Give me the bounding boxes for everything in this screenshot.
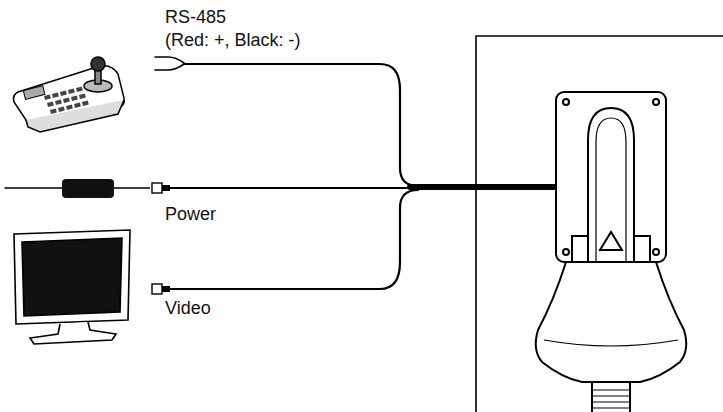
signal-label: Power (165, 203, 216, 225)
key (55, 100, 62, 105)
key (74, 103, 81, 108)
signal-label: RS-485 (165, 6, 226, 28)
stem-line (592, 408, 630, 409)
key (58, 107, 65, 112)
key (79, 94, 86, 99)
key (71, 96, 78, 101)
key (52, 93, 59, 98)
stem-line (592, 390, 630, 391)
key (66, 105, 73, 110)
key (47, 102, 54, 107)
key (50, 109, 57, 114)
key (60, 91, 67, 96)
key (44, 95, 51, 100)
key (63, 98, 70, 103)
signal-label: Video (165, 297, 211, 319)
key (68, 89, 75, 94)
signal-label: (Red: +, Black: -) (165, 29, 301, 51)
key (76, 87, 83, 92)
stem-line (592, 396, 630, 397)
stem-line (592, 402, 630, 403)
key (82, 101, 89, 106)
